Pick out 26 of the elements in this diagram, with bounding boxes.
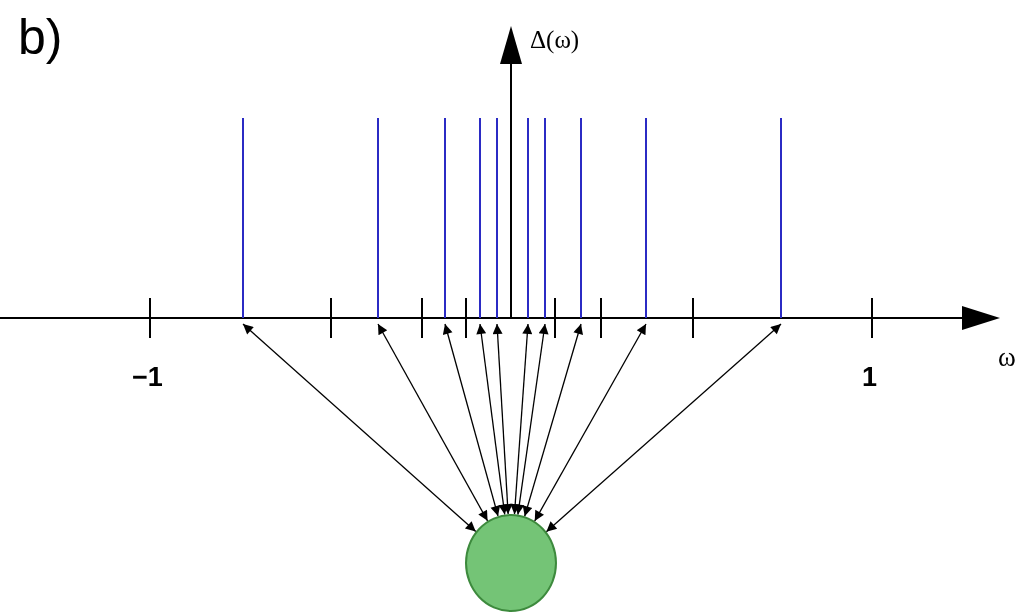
spectral-line: [242, 118, 244, 318]
double-arrow: [377, 323, 489, 522]
spectral-line: [496, 118, 498, 318]
axis-label: Δ(ω): [530, 26, 580, 54]
tick-label: 1: [862, 362, 878, 393]
panel-label: b): [18, 8, 63, 66]
double-arrow: [534, 323, 647, 522]
tick-label: −1: [132, 362, 163, 393]
spectral-line: [377, 118, 379, 318]
double-arrow: [442, 323, 501, 517]
spectral-line: [645, 118, 647, 318]
double-arrow: [522, 323, 583, 517]
spectral-line: [780, 118, 782, 318]
double-arrow: [510, 323, 533, 515]
spectral-line: [544, 118, 546, 318]
double-arrow: [492, 323, 513, 515]
spectral-line: [444, 118, 446, 318]
double-arrow: [514, 323, 549, 516]
spectral-line: [580, 118, 582, 318]
circle: [465, 514, 557, 612]
axis-label: ω: [998, 342, 1016, 373]
double-arrow: [476, 323, 509, 516]
spectral-line: [479, 118, 481, 318]
double-arrow: [545, 323, 782, 533]
double-arrow: [242, 323, 477, 533]
spectral-line: [527, 118, 529, 318]
